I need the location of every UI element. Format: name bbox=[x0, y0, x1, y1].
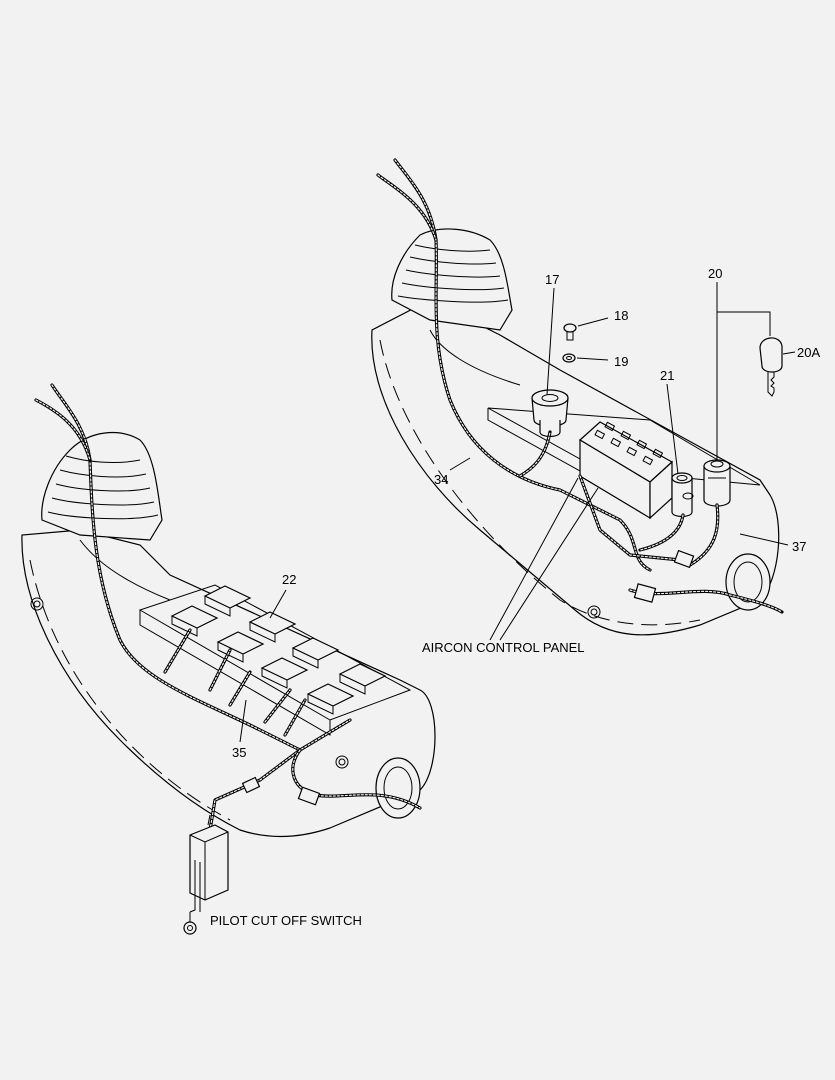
label-19: 19 bbox=[614, 354, 628, 369]
label-aircon-control-panel: AIRCON CONTROL PANEL bbox=[422, 640, 585, 655]
label-34: 34 bbox=[434, 472, 448, 487]
right-rear-cylinder bbox=[725, 553, 771, 611]
right-bolt-hole-inner bbox=[590, 608, 598, 616]
label-pilot-cut-off-switch: PILOT CUT OFF SWITCH bbox=[210, 913, 362, 928]
label-20: 20 bbox=[708, 266, 722, 281]
label-17: 17 bbox=[545, 272, 559, 287]
label-35: 35 bbox=[232, 745, 246, 760]
item-21-lighter bbox=[671, 472, 694, 518]
item-17-switch bbox=[531, 389, 569, 438]
right-joystick-boot bbox=[391, 228, 521, 386]
left-rear-cylinder bbox=[375, 757, 421, 819]
label-20a: 20A bbox=[797, 345, 820, 360]
label-37: 37 bbox=[792, 539, 806, 554]
right-console bbox=[371, 158, 784, 636]
leader-lines bbox=[239, 282, 796, 743]
connector-right-1 bbox=[673, 549, 695, 569]
left-bolt-hole-1 bbox=[30, 597, 44, 611]
connector-left-1 bbox=[241, 776, 261, 794]
item-22-switch-bank bbox=[170, 585, 387, 715]
connector-right-2 bbox=[633, 583, 657, 603]
left-bolt-hole-2-inner bbox=[338, 758, 346, 766]
label-21: 21 bbox=[660, 368, 674, 383]
pilot-cut-off-switch-part bbox=[183, 814, 229, 935]
left-console bbox=[21, 383, 436, 935]
label-18: 18 bbox=[614, 308, 628, 323]
item-20-key-switch bbox=[703, 459, 731, 507]
harness-34 bbox=[376, 158, 784, 614]
left-joystick-boot bbox=[41, 431, 171, 601]
aircon-control-panel-part bbox=[578, 421, 674, 520]
item-20a-key bbox=[759, 337, 783, 397]
connector-left-2 bbox=[297, 786, 321, 806]
left-bolt-hole-1-inner bbox=[33, 600, 41, 608]
label-22: 22 bbox=[282, 572, 296, 587]
right-bolt-hole bbox=[587, 605, 601, 619]
left-bolt-hole-2 bbox=[335, 755, 349, 769]
item-19-washer bbox=[562, 353, 576, 363]
item-18-screw bbox=[563, 323, 577, 341]
callout-labels: 17 18 19 20 20A 21 22 34 35 37 AIRCON CO… bbox=[210, 266, 820, 928]
